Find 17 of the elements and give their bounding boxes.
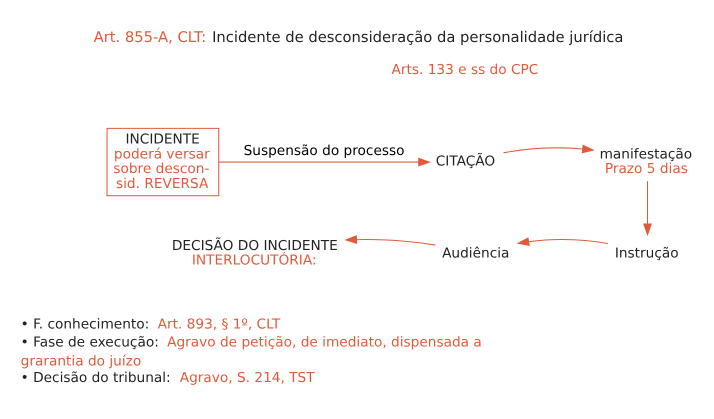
arrow — [218, 157, 431, 166]
node-box: INCIDENTE poderá versar sobre descon- sid. REVERSA — [106, 127, 220, 196]
arrow — [344, 234, 436, 246]
label: • Fase de execução: Agravo de petição, de imediato, dispensada a grarantia do juízo — [20, 334, 482, 369]
edge-label: Suspensão do processo — [244, 142, 405, 159]
node-text: CITAÇÃO — [436, 153, 496, 170]
label: Arts. 133 e ss do CPC — [392, 61, 538, 78]
node-text: manifestação Prazo 5 dias — [600, 146, 692, 177]
node-text: Audiência — [442, 244, 510, 261]
arrow — [503, 144, 595, 153]
label: • F. conhecimento: Art. 893, § 1º, CLT — [20, 316, 280, 332]
label: • Decisão do tribunal: Agravo, S. 214, TST — [20, 370, 315, 386]
node-text: DECISÃO DO INCIDENTE INTERLOCUTÓRIA: — [172, 237, 338, 268]
diagram-title: Art. 855-A, CLT: Incidente de desconsideração da personalidade jurídica — [94, 28, 624, 46]
arrow — [643, 180, 652, 236]
node-text: Instrução — [614, 244, 679, 261]
arrow — [516, 236, 608, 246]
